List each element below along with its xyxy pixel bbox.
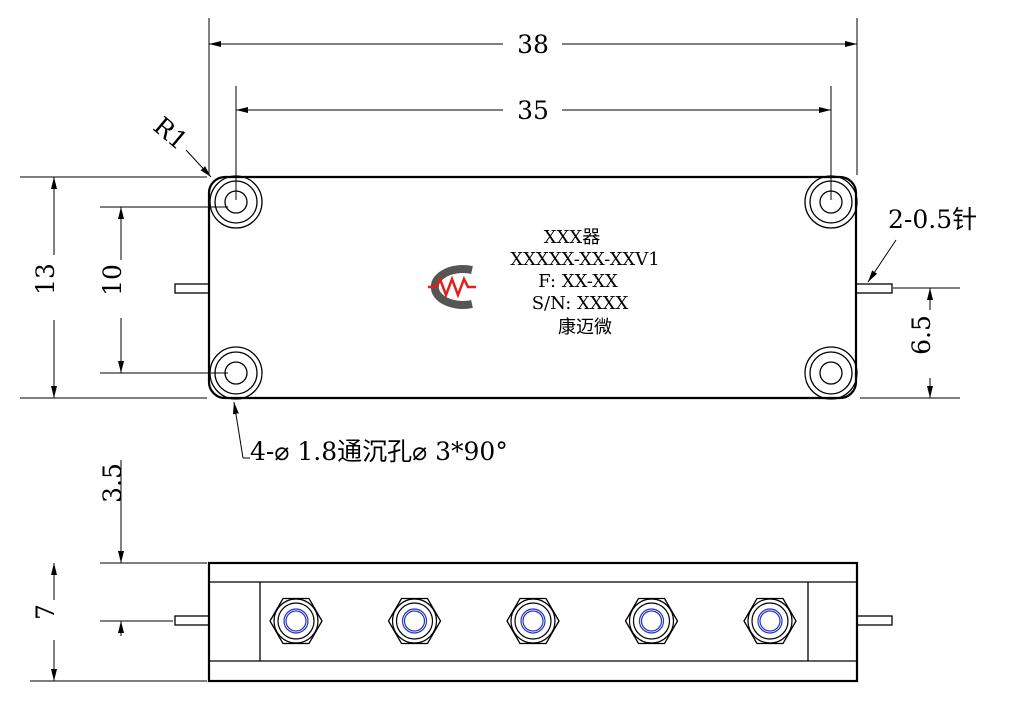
- dim-hole-spacing-height: 10: [98, 264, 127, 296]
- dim-pin-label: 2-0.5针: [888, 205, 977, 234]
- dimensions-side-view: 3.5 7: [30, 460, 207, 682]
- side-view: [174, 561, 893, 683]
- connector-icon: [506, 597, 560, 645]
- side-right-pin: [856, 615, 893, 626]
- label-line-4: S/N: XXXX: [532, 293, 629, 314]
- label-line-3: F: XX-XX: [538, 271, 618, 292]
- connector-icon: [743, 597, 797, 645]
- connector-icon: [624, 597, 679, 645]
- left-pin: [174, 283, 211, 294]
- side-left-pin: [174, 615, 211, 626]
- dim-overall-height: 13: [31, 263, 60, 295]
- dim-pin-offset: 6.5: [907, 315, 936, 355]
- dimensions-top-view: 38 35 R1 13 10 2-0.5针 6.5 4-⌀: [20, 18, 977, 466]
- label-line-1: XXX器: [544, 227, 600, 248]
- cmw-logo-icon: [428, 265, 476, 309]
- connector-row: [269, 597, 797, 645]
- dim-side-height: 7: [31, 604, 60, 620]
- dim-hole-note: 4-⌀ 1.8通沉孔⌀ 3*90°: [250, 437, 508, 466]
- right-pin: [854, 283, 893, 294]
- dim-overall-length: 38: [517, 30, 549, 59]
- dim-hole-spacing-length: 35: [517, 96, 549, 125]
- label-line-5: 康迈微: [558, 317, 612, 338]
- label-line-2: XXXXX-XX-XXV1: [510, 249, 659, 270]
- connector-icon: [387, 597, 442, 645]
- mounting-hole-bottom-right: [804, 346, 858, 400]
- top-view: XXX器 XXXXX-XX-XXV1 F: XX-XX S/N: XXXX 康迈…: [174, 175, 893, 400]
- connector-icon: [269, 597, 323, 645]
- dim-corner-radius: R1: [148, 111, 193, 156]
- device-body-top: [207, 175, 858, 400]
- dim-side-pin-offset: 3.5: [98, 463, 127, 503]
